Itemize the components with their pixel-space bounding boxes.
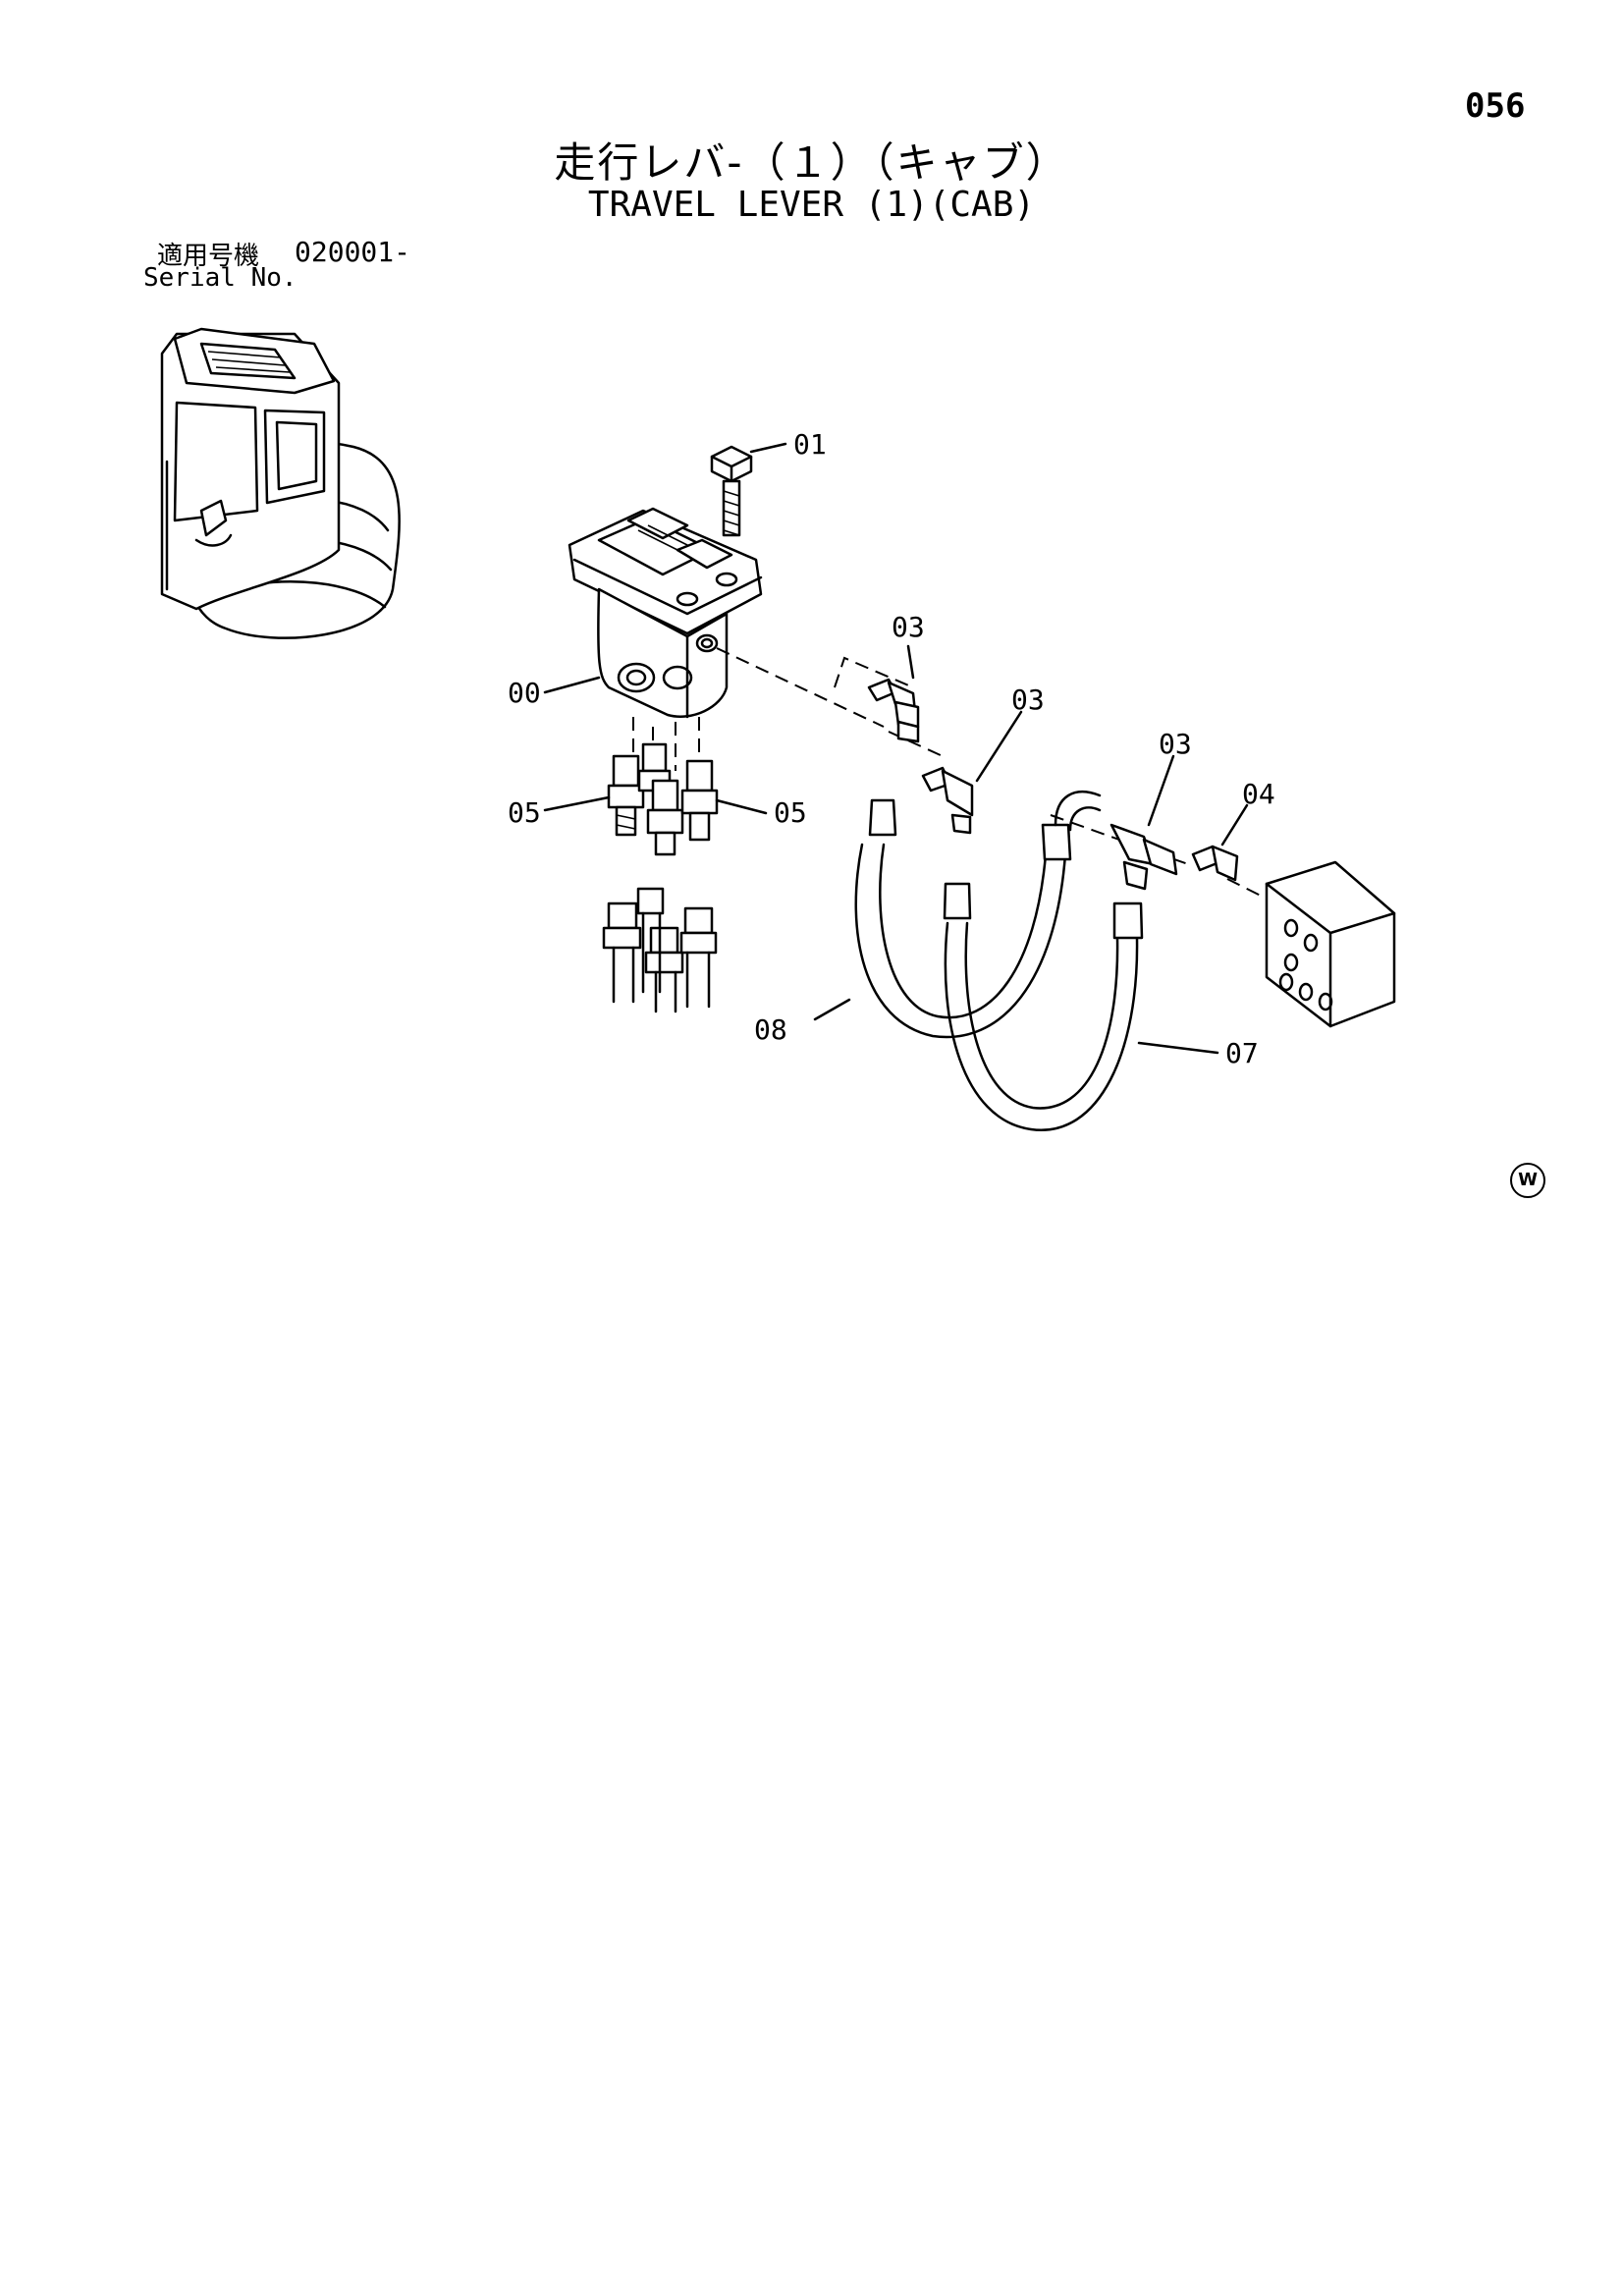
callout-03c: 03: [1159, 728, 1192, 760]
part-hose-08: 08: [754, 791, 1102, 1046]
callout-03a: 03: [892, 611, 925, 643]
callout-04: 04: [1242, 778, 1275, 810]
part-control-block: [1265, 860, 1396, 1028]
watermark-logo: W: [1510, 1163, 1545, 1198]
page-title-english: TRAVEL LEVER (1)(CAB): [587, 185, 1036, 225]
serial-number-value: 020001-: [295, 236, 411, 268]
part-travel-lever-valve-00: 00: [508, 507, 763, 719]
page-number: 056: [1465, 86, 1526, 126]
part-fittings-05: 05 05: [508, 742, 807, 856]
part-bolt-01: 01: [710, 428, 827, 537]
part-hose-07: 07: [943, 882, 1259, 1131]
callout-05-left: 05: [508, 796, 541, 829]
callout-00: 00: [508, 677, 541, 709]
page-title-japanese: 走行レバ-（１）（キャブ）: [554, 138, 1069, 187]
part-elbow-fitting-03a: 03: [867, 611, 925, 743]
part-lower-hose-ends: [602, 887, 718, 1013]
cab-locator-illustration: [160, 327, 401, 639]
part-elbow-fitting-03c: 03: [1109, 728, 1192, 891]
serial-label-english: Serial No.: [143, 263, 298, 293]
callout-07: 07: [1225, 1037, 1259, 1069]
serial-label-japanese: 適用号機: [157, 242, 260, 271]
callout-01: 01: [793, 428, 827, 461]
callout-08: 08: [754, 1013, 787, 1046]
part-elbow-fitting-03b: 03: [921, 683, 1045, 835]
part-adapter-04: 04: [1191, 778, 1275, 882]
callout-05-right: 05: [774, 796, 807, 829]
callout-03b: 03: [1011, 683, 1045, 716]
